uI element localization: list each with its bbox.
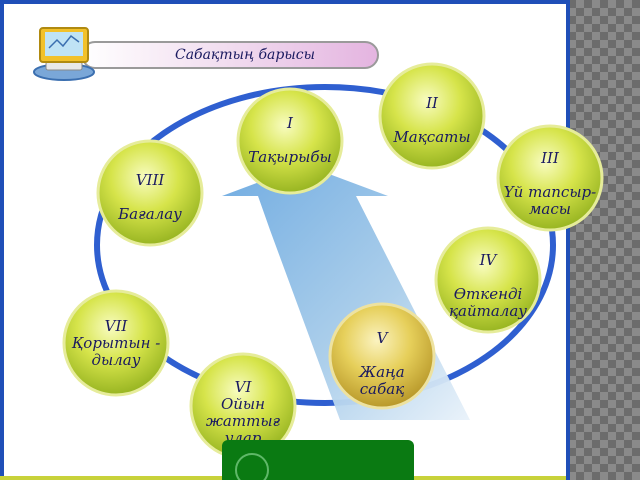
- step-7-number: VII: [104, 316, 128, 335]
- step-4-number: IV: [479, 251, 497, 269]
- step-1: I Тақырыбы: [238, 100, 342, 180]
- step-circle-7: [62, 289, 170, 397]
- bottom-emblem-icon: [235, 453, 269, 480]
- step-3-number: III: [541, 149, 559, 167]
- step-5-label: Жаңа сабақ: [359, 363, 405, 398]
- step-circle-3: [496, 124, 604, 232]
- step-4-label: Өткенді қайталау: [448, 285, 528, 320]
- step-8-label: Бағалау: [118, 204, 182, 223]
- step-2-label: Мақсаты: [393, 127, 471, 146]
- step-5-number: V: [376, 329, 388, 347]
- step-3: III Үй тапсыр- масы: [498, 136, 602, 232]
- step-2-number: II: [426, 93, 438, 112]
- step-circle-5: [328, 302, 436, 410]
- step-7: VII Қорытын - дылау: [52, 308, 180, 378]
- cycle-ring: [94, 84, 556, 406]
- step-2: II Мақсаты: [380, 80, 484, 160]
- step-7-label: Қорытын - дылау: [71, 333, 161, 369]
- step-circle-2: [378, 62, 486, 170]
- step-circle-4: [434, 226, 542, 334]
- checker-stripe: [570, 0, 640, 480]
- step-4: IV Өткенді қайталау: [436, 238, 540, 334]
- step-5: V Жаңа сабақ: [330, 316, 434, 412]
- step-1-number: I: [287, 113, 293, 132]
- step-circle-8: [96, 139, 204, 247]
- slide-title: Сабақтың барысы: [174, 47, 315, 63]
- step-3-label: Үй тапсыр- масы: [503, 183, 597, 218]
- step-circle-1: [236, 87, 344, 195]
- computer-icon: [33, 27, 95, 81]
- bottom-green-box: [222, 440, 414, 480]
- step-6-number: VI: [234, 378, 252, 396]
- step-8-number: VIII: [135, 170, 165, 189]
- step-1-label: Тақырыбы: [248, 147, 332, 166]
- step-8: VIII Бағалау: [98, 162, 202, 232]
